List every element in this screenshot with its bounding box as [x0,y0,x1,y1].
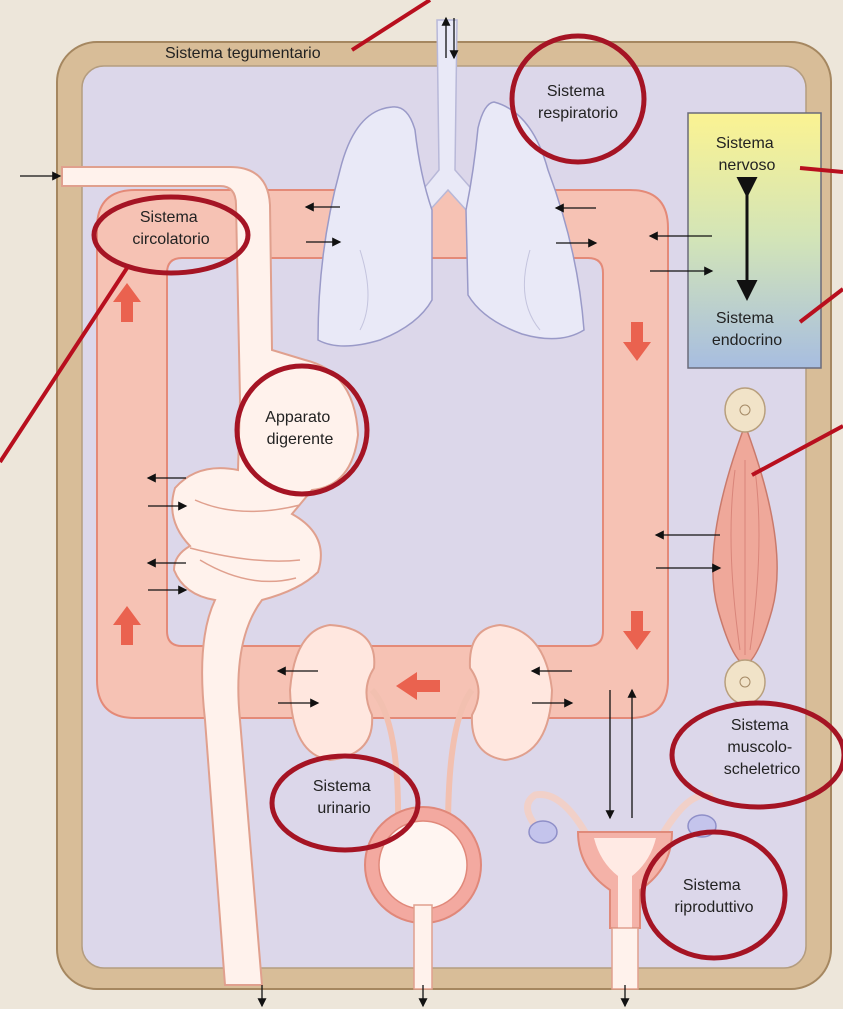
label-integumentary: Sistema tegumentario [165,45,321,62]
urethra [414,905,432,989]
bladder [379,821,467,909]
label-musculoskeletal: Sistema muscolo- scheletrico [724,717,801,778]
left-kidney [290,625,374,760]
left-ovary [529,821,557,843]
vaginal-canal [612,928,638,989]
